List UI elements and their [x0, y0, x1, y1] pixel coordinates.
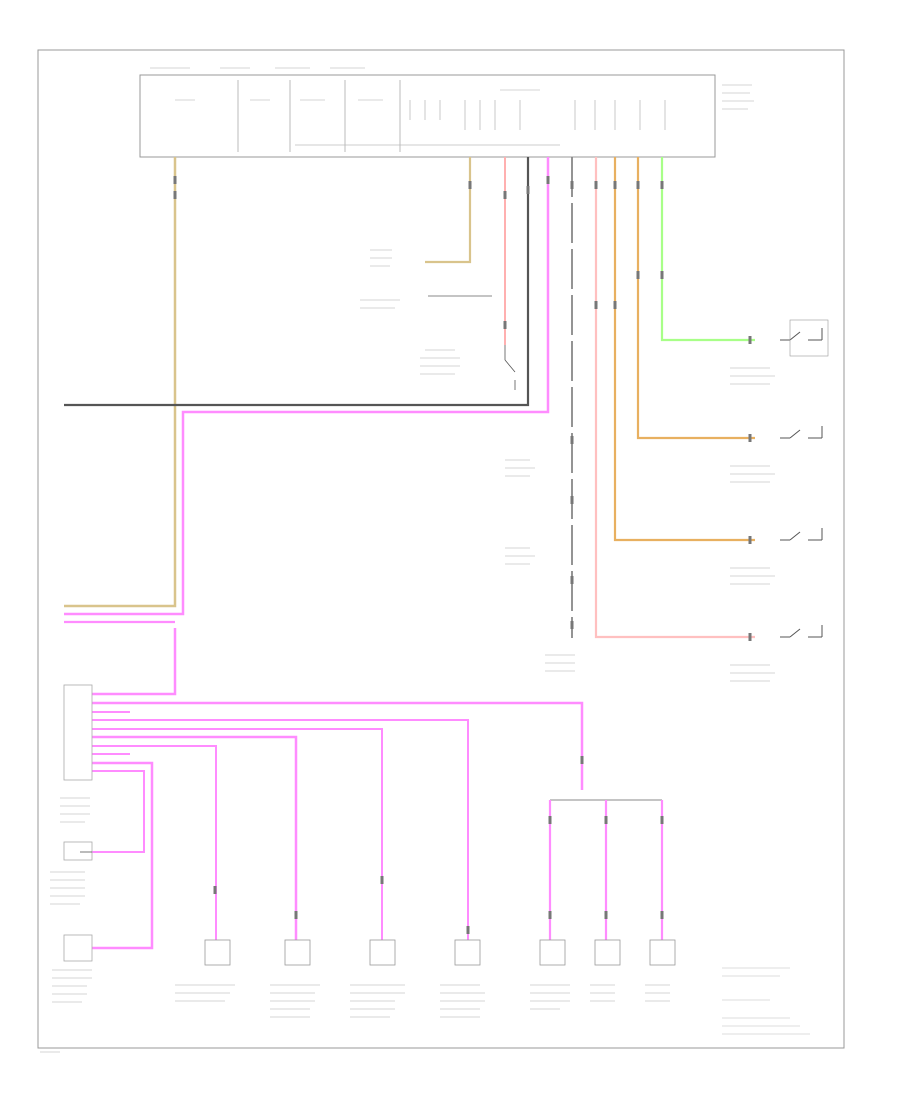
connector-marker	[173, 191, 177, 199]
wire-bus-6	[92, 745, 217, 940]
connector-marker	[526, 186, 530, 194]
connector-marker	[613, 301, 617, 309]
connector-marker	[570, 576, 574, 584]
connector-marker	[503, 191, 507, 199]
wire-bus-9	[92, 770, 145, 853]
wire-tan-junction	[425, 157, 472, 264]
connector-marker	[503, 321, 507, 329]
connector-marker	[570, 436, 574, 444]
connector-marker	[466, 926, 470, 934]
wire-bus-3	[92, 719, 469, 940]
connector-marker	[748, 536, 752, 544]
connector-marker	[548, 816, 552, 824]
diagram-frame	[37, 49, 845, 1049]
connector-marker	[548, 911, 552, 919]
connector-marker	[380, 876, 384, 884]
wire-orange-lf	[613, 157, 755, 542]
left-connector-mid	[63, 841, 93, 861]
connector-marker	[636, 271, 640, 279]
left-connector-upper	[63, 684, 93, 781]
wire-pink-a	[64, 157, 550, 616]
connector-marker	[660, 271, 664, 279]
body-control-module	[139, 74, 716, 158]
connector-marker	[636, 181, 640, 189]
connector-markers	[173, 176, 752, 934]
connector-marker	[748, 434, 752, 442]
connector-marker	[173, 176, 177, 184]
left-connector-lower	[63, 934, 93, 962]
connector-marker	[594, 181, 598, 189]
connector-marker	[570, 621, 574, 629]
wire-bus-4	[92, 728, 383, 940]
connector-marker	[660, 816, 664, 824]
connector-marker	[580, 756, 584, 764]
illegible-labels	[40, 67, 775, 1053]
connector-marker	[546, 176, 550, 184]
trunk-switch	[504, 345, 516, 390]
connector-marker	[660, 911, 664, 919]
legend	[722, 967, 810, 1035]
door-switch-left-rear	[780, 625, 823, 638]
wire-lightpink-door	[594, 157, 755, 639]
wire-orange-rf	[636, 157, 755, 440]
wire-bus-8	[92, 761, 154, 950]
bottom-components	[204, 939, 676, 966]
connector-marker	[613, 181, 617, 189]
connector-marker	[604, 816, 608, 824]
wire-tan-left	[64, 157, 177, 608]
connector-marker	[570, 496, 574, 504]
door-switch-right-rear	[780, 319, 829, 357]
wire-pink-c	[92, 628, 177, 696]
connector-marker	[604, 911, 608, 919]
wire-dark-long	[64, 157, 530, 407]
wire-green-rr	[660, 157, 755, 342]
wire-harness	[64, 157, 755, 950]
connector-marker	[748, 336, 752, 344]
door-switch-right-front	[780, 426, 823, 439]
connector-marker	[468, 181, 472, 189]
connector-marker	[570, 181, 574, 189]
connector-marker	[294, 911, 298, 919]
connector-marker	[748, 633, 752, 641]
connector-marker	[594, 301, 598, 309]
connector-marker	[213, 886, 217, 894]
wire-bus-5	[92, 735, 298, 940]
door-switch-left-front	[780, 528, 823, 541]
connector-marker	[660, 181, 664, 189]
